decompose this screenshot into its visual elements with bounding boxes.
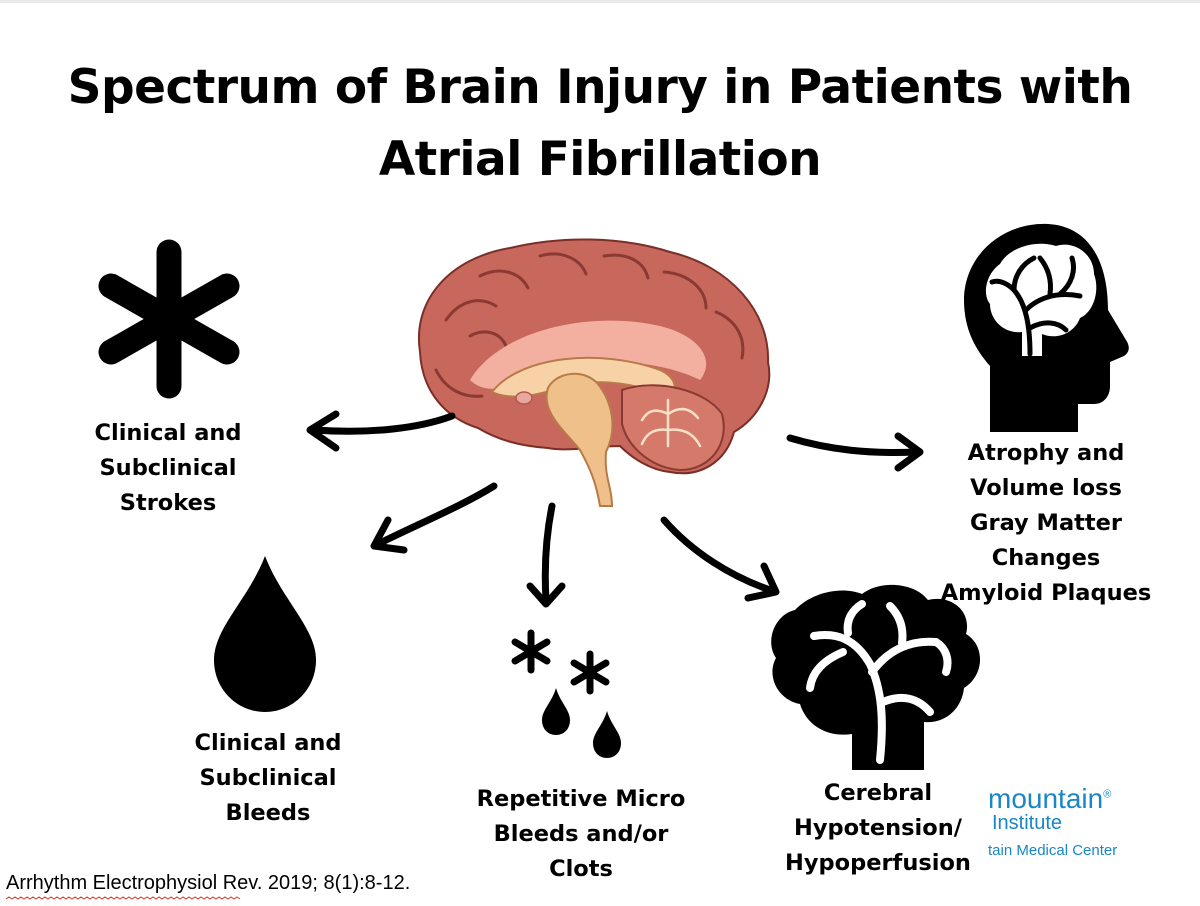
label-hypo-line-2: Hypotension/ [794, 815, 962, 841]
arrow-to-atrophy [786, 432, 924, 472]
label-atrophy-line-3: Gray Matter [970, 510, 1122, 536]
drop-icon [214, 556, 316, 712]
label-strokes-line-1: Clinical and [94, 420, 242, 446]
label-atrophy-line-1: Atrophy and [967, 440, 1125, 466]
arrow-to-hypoperfusion [660, 516, 780, 602]
label-hypoperfusion: Cerebral Hypotension/ Hypoperfusion [758, 776, 998, 881]
brain-vessels-icon [771, 584, 981, 770]
arrow-to-strokes [306, 410, 456, 452]
arrows [306, 410, 924, 608]
head-brain-profile-icon [964, 223, 1129, 432]
label-bleeds-line-2: Subclinical [199, 765, 337, 791]
label-micro-line-1: Repetitive Micro [476, 786, 686, 812]
arrow-to-bleeds [370, 482, 498, 554]
spellcheck-underline [5, 896, 241, 900]
label-atrophy-line-5: Amyloid Plaques [940, 580, 1152, 606]
label-atrophy: Atrophy and Volume loss Gray Matter Chan… [924, 436, 1168, 611]
logo-registered: ® [1103, 788, 1112, 801]
brain-cross-section-illustration [417, 238, 771, 507]
asterisk-icon [98, 239, 240, 399]
label-micro-line-2: Bleeds and/or [493, 821, 669, 847]
label-atrophy-line-4: Changes [991, 545, 1101, 571]
label-strokes-line-2: Subclinical [99, 455, 237, 481]
arrow-to-micro-bleeds [526, 502, 566, 608]
label-strokes-line-3: Strokes [119, 490, 217, 516]
label-micro-line-3: Clots [549, 856, 613, 882]
label-bleeds: Clinical and Subclinical Bleeds [158, 726, 378, 831]
logo-name: mountain® [988, 783, 1111, 815]
label-atrophy-line-2: Volume loss [970, 475, 1122, 501]
label-micro-bleeds: Repetitive Micro Bleeds and/or Clots [456, 782, 706, 887]
logo-center: tain Medical Center [988, 842, 1118, 859]
label-bleeds-line-1: Clinical and [194, 730, 342, 756]
page-title: Spectrum of Brain Injury in Patients wit… [40, 52, 1160, 196]
logo-name-text: mountain [988, 783, 1104, 814]
top-border [0, 0, 1200, 3]
title-line-2: Atrial Fibrillation [378, 132, 822, 187]
label-strokes: Clinical and Subclinical Strokes [58, 416, 278, 521]
citation: Arrhythm Electrophysiol Rev. 2019; 8(1):… [6, 872, 411, 894]
label-bleeds-line-3: Bleeds [225, 800, 311, 826]
label-hypo-line-1: Cerebral [823, 780, 933, 806]
micro-bleeds-icon [511, 629, 621, 758]
logo-institute: Institute [992, 812, 1063, 834]
label-hypo-line-3: Hypoperfusion [785, 850, 971, 876]
title-line-1: Spectrum of Brain Injury in Patients wit… [67, 60, 1133, 115]
